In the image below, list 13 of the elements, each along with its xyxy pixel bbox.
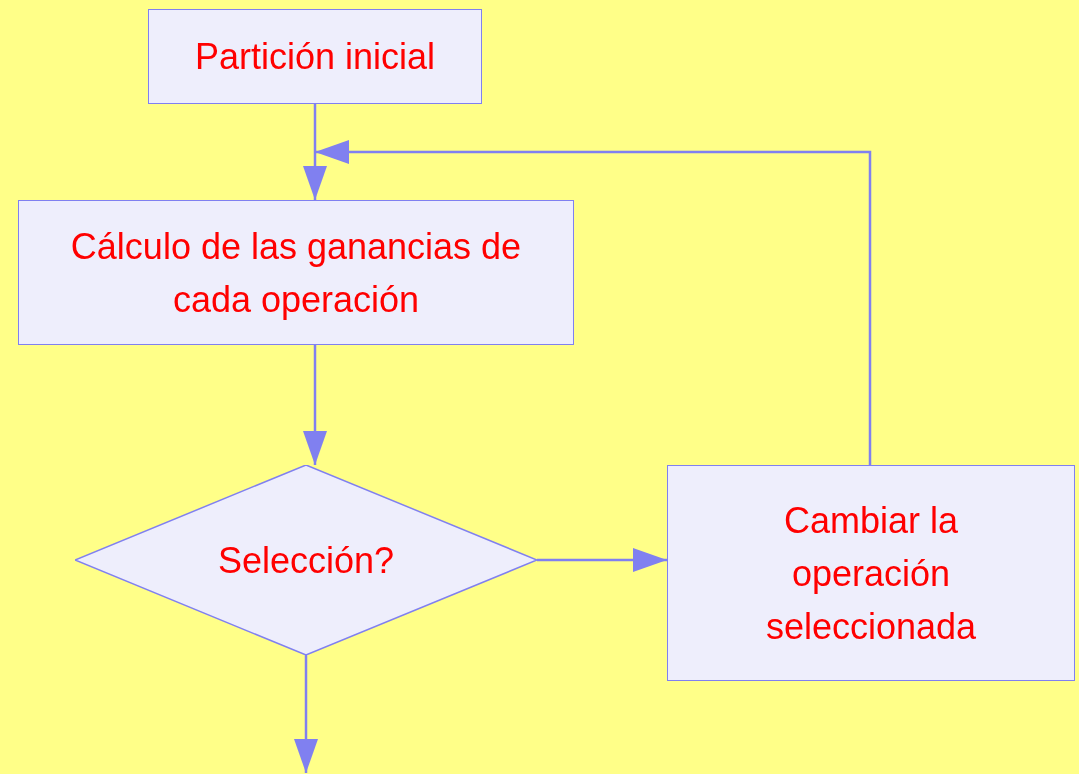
node-text: Selección? bbox=[217, 538, 395, 583]
arrow bbox=[537, 548, 667, 572]
arrow bbox=[294, 655, 318, 773]
node-text: Cambiar la operación seleccionada bbox=[764, 498, 978, 649]
arrow bbox=[315, 140, 872, 465]
arrow bbox=[303, 104, 327, 200]
node-text: Cálculo de las ganancias de cada operación bbox=[69, 224, 523, 322]
process-box bbox=[667, 465, 1075, 681]
decision-diamond bbox=[75, 465, 537, 655]
node-text: Partición inicial bbox=[194, 35, 436, 79]
process-box bbox=[18, 200, 574, 345]
arrow bbox=[303, 345, 327, 465]
process-box bbox=[148, 9, 482, 104]
